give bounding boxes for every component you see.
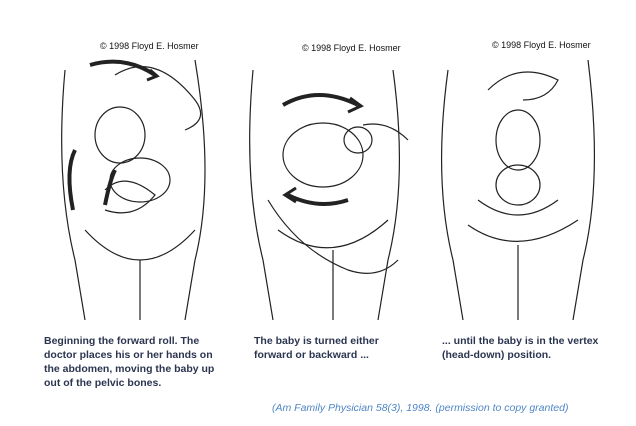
caption-step-2: The baby is turned either forward or bac… xyxy=(254,335,379,361)
illustration-forward-roll xyxy=(45,30,235,321)
caption-step-1: Beginning the forward roll. The doctor p… xyxy=(44,335,215,389)
illustration-vertex-position xyxy=(428,30,618,321)
copyright-text: © 1998 Floyd E. Hosmer xyxy=(492,40,591,50)
illustration-turning xyxy=(238,30,428,321)
copyright-text: © 1998 Floyd E. Hosmer xyxy=(302,43,401,53)
citation: (Am Family Physician 58(3), 1998. (permi… xyxy=(272,402,569,414)
caption-step-3: ... until the baby is in the vertex (hea… xyxy=(442,335,599,361)
copyright-text: © 1998 Floyd E. Hosmer xyxy=(100,41,199,51)
